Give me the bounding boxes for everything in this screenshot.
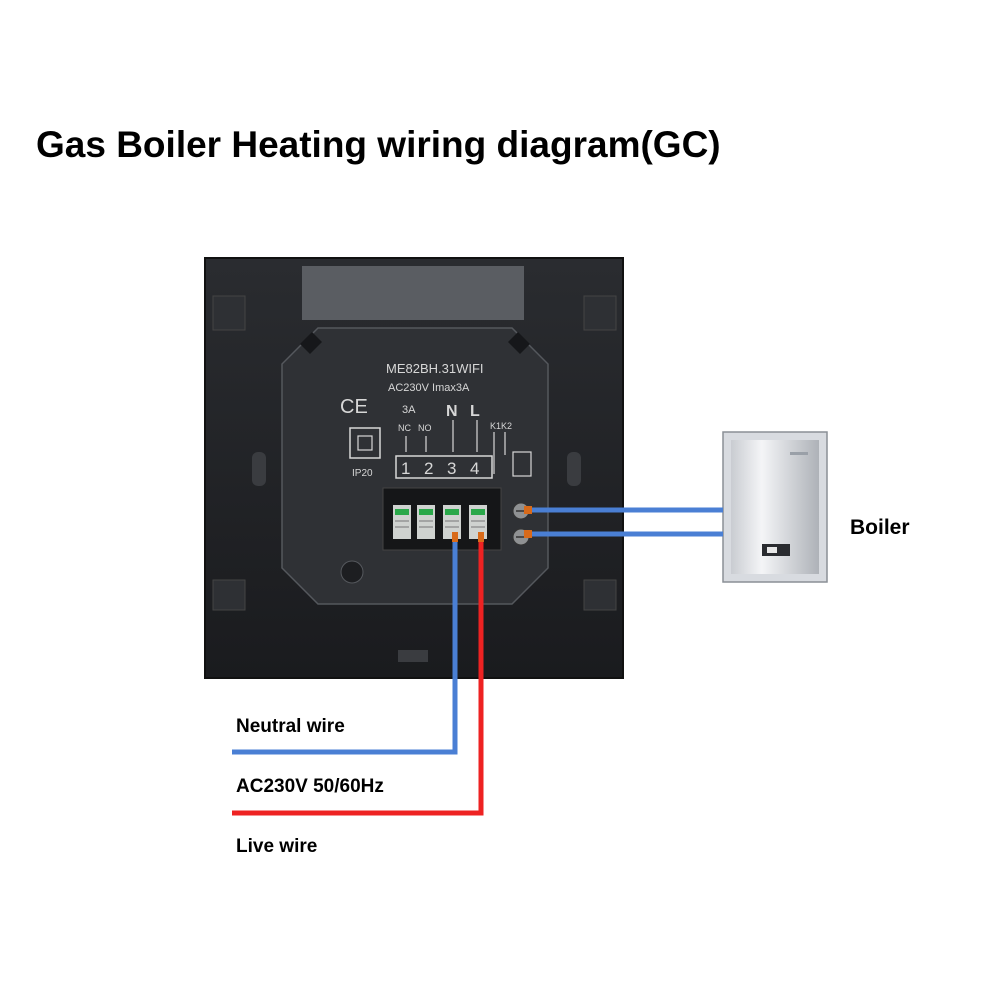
- live-wire-label: Live wire: [236, 836, 317, 857]
- top-label-plate: [302, 266, 524, 320]
- live-wire: [232, 538, 484, 816]
- mount-slot: [252, 452, 266, 486]
- k-terminal-label: K1K2: [490, 421, 512, 431]
- mount-clip: [583, 295, 617, 331]
- terminal-screws: [393, 505, 487, 539]
- terminal-number-1: 1: [401, 459, 410, 478]
- ip-rating: IP20: [352, 468, 373, 479]
- model-text: ME82BH.31WIFI: [386, 361, 484, 376]
- mount-clip: [212, 579, 246, 611]
- terminal-number-3: 3: [447, 459, 456, 478]
- neutral-wire-label: Neutral wire: [236, 716, 345, 737]
- double-insulation-icon: [349, 427, 381, 459]
- boiler-unit: [722, 431, 828, 583]
- mount-slot: [567, 452, 581, 486]
- ce-mark: CE: [340, 396, 368, 418]
- page-title: Gas Boiler Heating wiring diagram(GC): [36, 124, 721, 165]
- terminal-number-2: 2: [424, 459, 433, 478]
- terminal-module: ME82BH.31WIFI AC230V Imax3A CE IP20 3A N…: [281, 327, 549, 605]
- neutral-wire: [232, 538, 458, 755]
- mount-clip: [212, 295, 246, 331]
- terminal-number-box: [395, 455, 493, 479]
- terminal-number-4: 4: [470, 459, 479, 478]
- contact-label-nc: NC: [398, 423, 411, 433]
- live-terminal-label: L: [470, 403, 480, 420]
- mount-clip: [583, 579, 617, 611]
- wire-ends: [452, 506, 532, 542]
- neutral-terminal-label: N: [446, 403, 458, 420]
- supply-voltage-label: AC230V 50/60Hz: [236, 776, 384, 797]
- terminal-arrows: [405, 420, 506, 474]
- boiler-label: Boiler: [850, 516, 910, 539]
- bottom-tab: [398, 650, 428, 662]
- wires: [232, 507, 723, 816]
- relay-current-text: 3A: [402, 404, 416, 416]
- contact-label-no: NO: [418, 423, 432, 433]
- rating-text: AC230V Imax3A: [388, 382, 470, 394]
- screw-hole: [340, 560, 364, 584]
